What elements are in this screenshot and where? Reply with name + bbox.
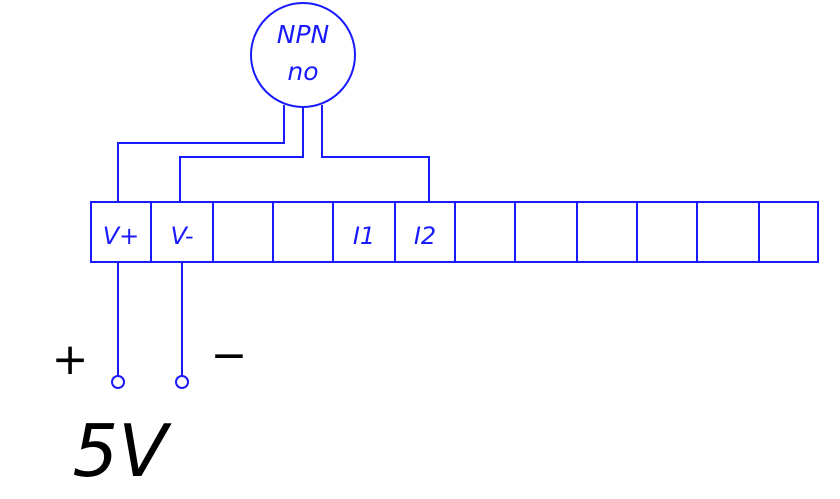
- wire-to-vminus: [179, 107, 304, 201]
- wire-to-vplus: [117, 105, 285, 201]
- terminal-cell: V+: [103, 222, 140, 250]
- sensor-contact-label: no: [287, 57, 318, 86]
- terminal-label: V+: [103, 222, 140, 250]
- sensor-type-label: NPN: [277, 20, 330, 49]
- terminal-cell: I2: [394, 202, 436, 262]
- terminal-label: V-: [171, 222, 194, 250]
- sensor-wires: [117, 105, 430, 201]
- sensor-circle: [250, 2, 356, 108]
- terminal-cell: V-: [150, 202, 194, 262]
- plus-sign-label: +: [52, 334, 89, 385]
- plus-terminal-point[interactable]: [111, 375, 125, 389]
- terminal-cell: I1: [332, 202, 375, 262]
- minus-terminal-point[interactable]: [175, 375, 189, 389]
- voltage-label: 5V: [72, 409, 172, 493]
- supply-connections: [111, 262, 189, 389]
- terminal-strip: V+ V- I1 I2: [90, 201, 819, 263]
- terminal-label: I1: [353, 222, 375, 250]
- terminal-label: I2: [414, 222, 436, 250]
- wire-to-i2: [321, 105, 430, 201]
- minus-sign-label: −: [211, 330, 248, 381]
- npn-sensor: NPN no: [250, 2, 356, 108]
